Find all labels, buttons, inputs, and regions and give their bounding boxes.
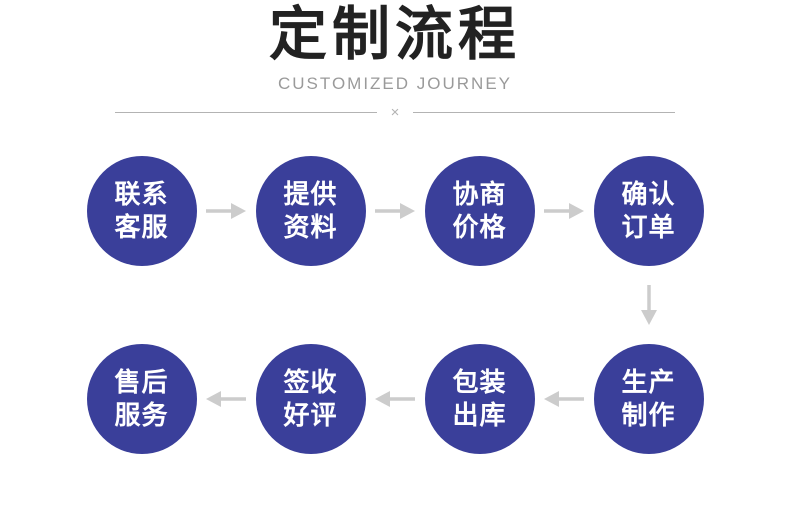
arrow-left-icon — [206, 391, 246, 407]
arrow-left-icon — [544, 391, 584, 407]
step-label-line: 出库 — [452, 400, 507, 430]
arrow-left-icon — [366, 390, 425, 408]
step-label-line: 联系 — [114, 179, 169, 209]
flow-row-1: 联系 客服 提供 资料 协商 价格 — [86, 156, 704, 266]
arrow-right-icon — [375, 203, 415, 219]
arrow-left-icon — [197, 390, 256, 408]
header: 定制流程 CUSTOMIZED JOURNEY × — [0, 2, 790, 120]
divider-line-right — [413, 112, 676, 113]
divider-line-left — [115, 112, 377, 113]
step-label-line: 订单 — [621, 212, 676, 242]
step-negotiate-price: 协商 价格 — [424, 156, 535, 266]
arrow-right-icon — [366, 202, 425, 220]
page-title: 定制流程 — [268, 2, 521, 67]
step-label-line: 资料 — [283, 212, 338, 242]
arrow-down-icon — [594, 266, 704, 344]
step-production: 生产 制作 — [593, 344, 704, 454]
step-label-line: 生产 — [621, 367, 676, 397]
divider-x-icon: × — [390, 104, 400, 121]
step-label-line: 好评 — [283, 400, 338, 430]
step-label-line: 包装 — [452, 367, 507, 397]
arrow-right-icon — [206, 203, 246, 219]
flow-row-2: 售后 服务 签收 好评 包装 出库 — [86, 344, 704, 454]
step-label-line: 签收 — [283, 367, 338, 397]
step-sign-and-review: 签收 好评 — [255, 344, 366, 454]
arrow-right-icon — [535, 202, 594, 220]
arrow-right-icon — [197, 202, 256, 220]
step-label-line: 协商 — [452, 179, 507, 209]
step-provide-materials: 提供 资料 — [255, 156, 366, 266]
step-after-sales-service: 售后 服务 — [86, 344, 197, 454]
arrow-left-icon — [535, 390, 594, 408]
flow-diagram: 联系 客服 提供 资料 协商 价格 — [86, 156, 704, 454]
page-subtitle: CUSTOMIZED JOURNEY — [277, 74, 513, 93]
arrow-right-icon — [544, 203, 584, 219]
step-packaging-shipping: 包装 出库 — [424, 344, 535, 454]
step-label-line: 价格 — [452, 212, 507, 242]
step-label-line: 提供 — [283, 179, 338, 209]
arrow-left-icon — [375, 391, 415, 407]
step-label-line: 客服 — [114, 212, 169, 242]
step-label-line: 售后 — [114, 367, 169, 397]
arrow-down-icon — [640, 285, 657, 325]
flow-connector-row — [87, 266, 704, 344]
step-contact-service: 联系 客服 — [86, 156, 197, 266]
step-label-line: 确认 — [621, 179, 676, 209]
step-label-line: 制作 — [621, 400, 676, 430]
step-confirm-order: 确认 订单 — [593, 156, 704, 266]
step-label-line: 服务 — [114, 400, 169, 430]
divider: × — [115, 104, 676, 121]
